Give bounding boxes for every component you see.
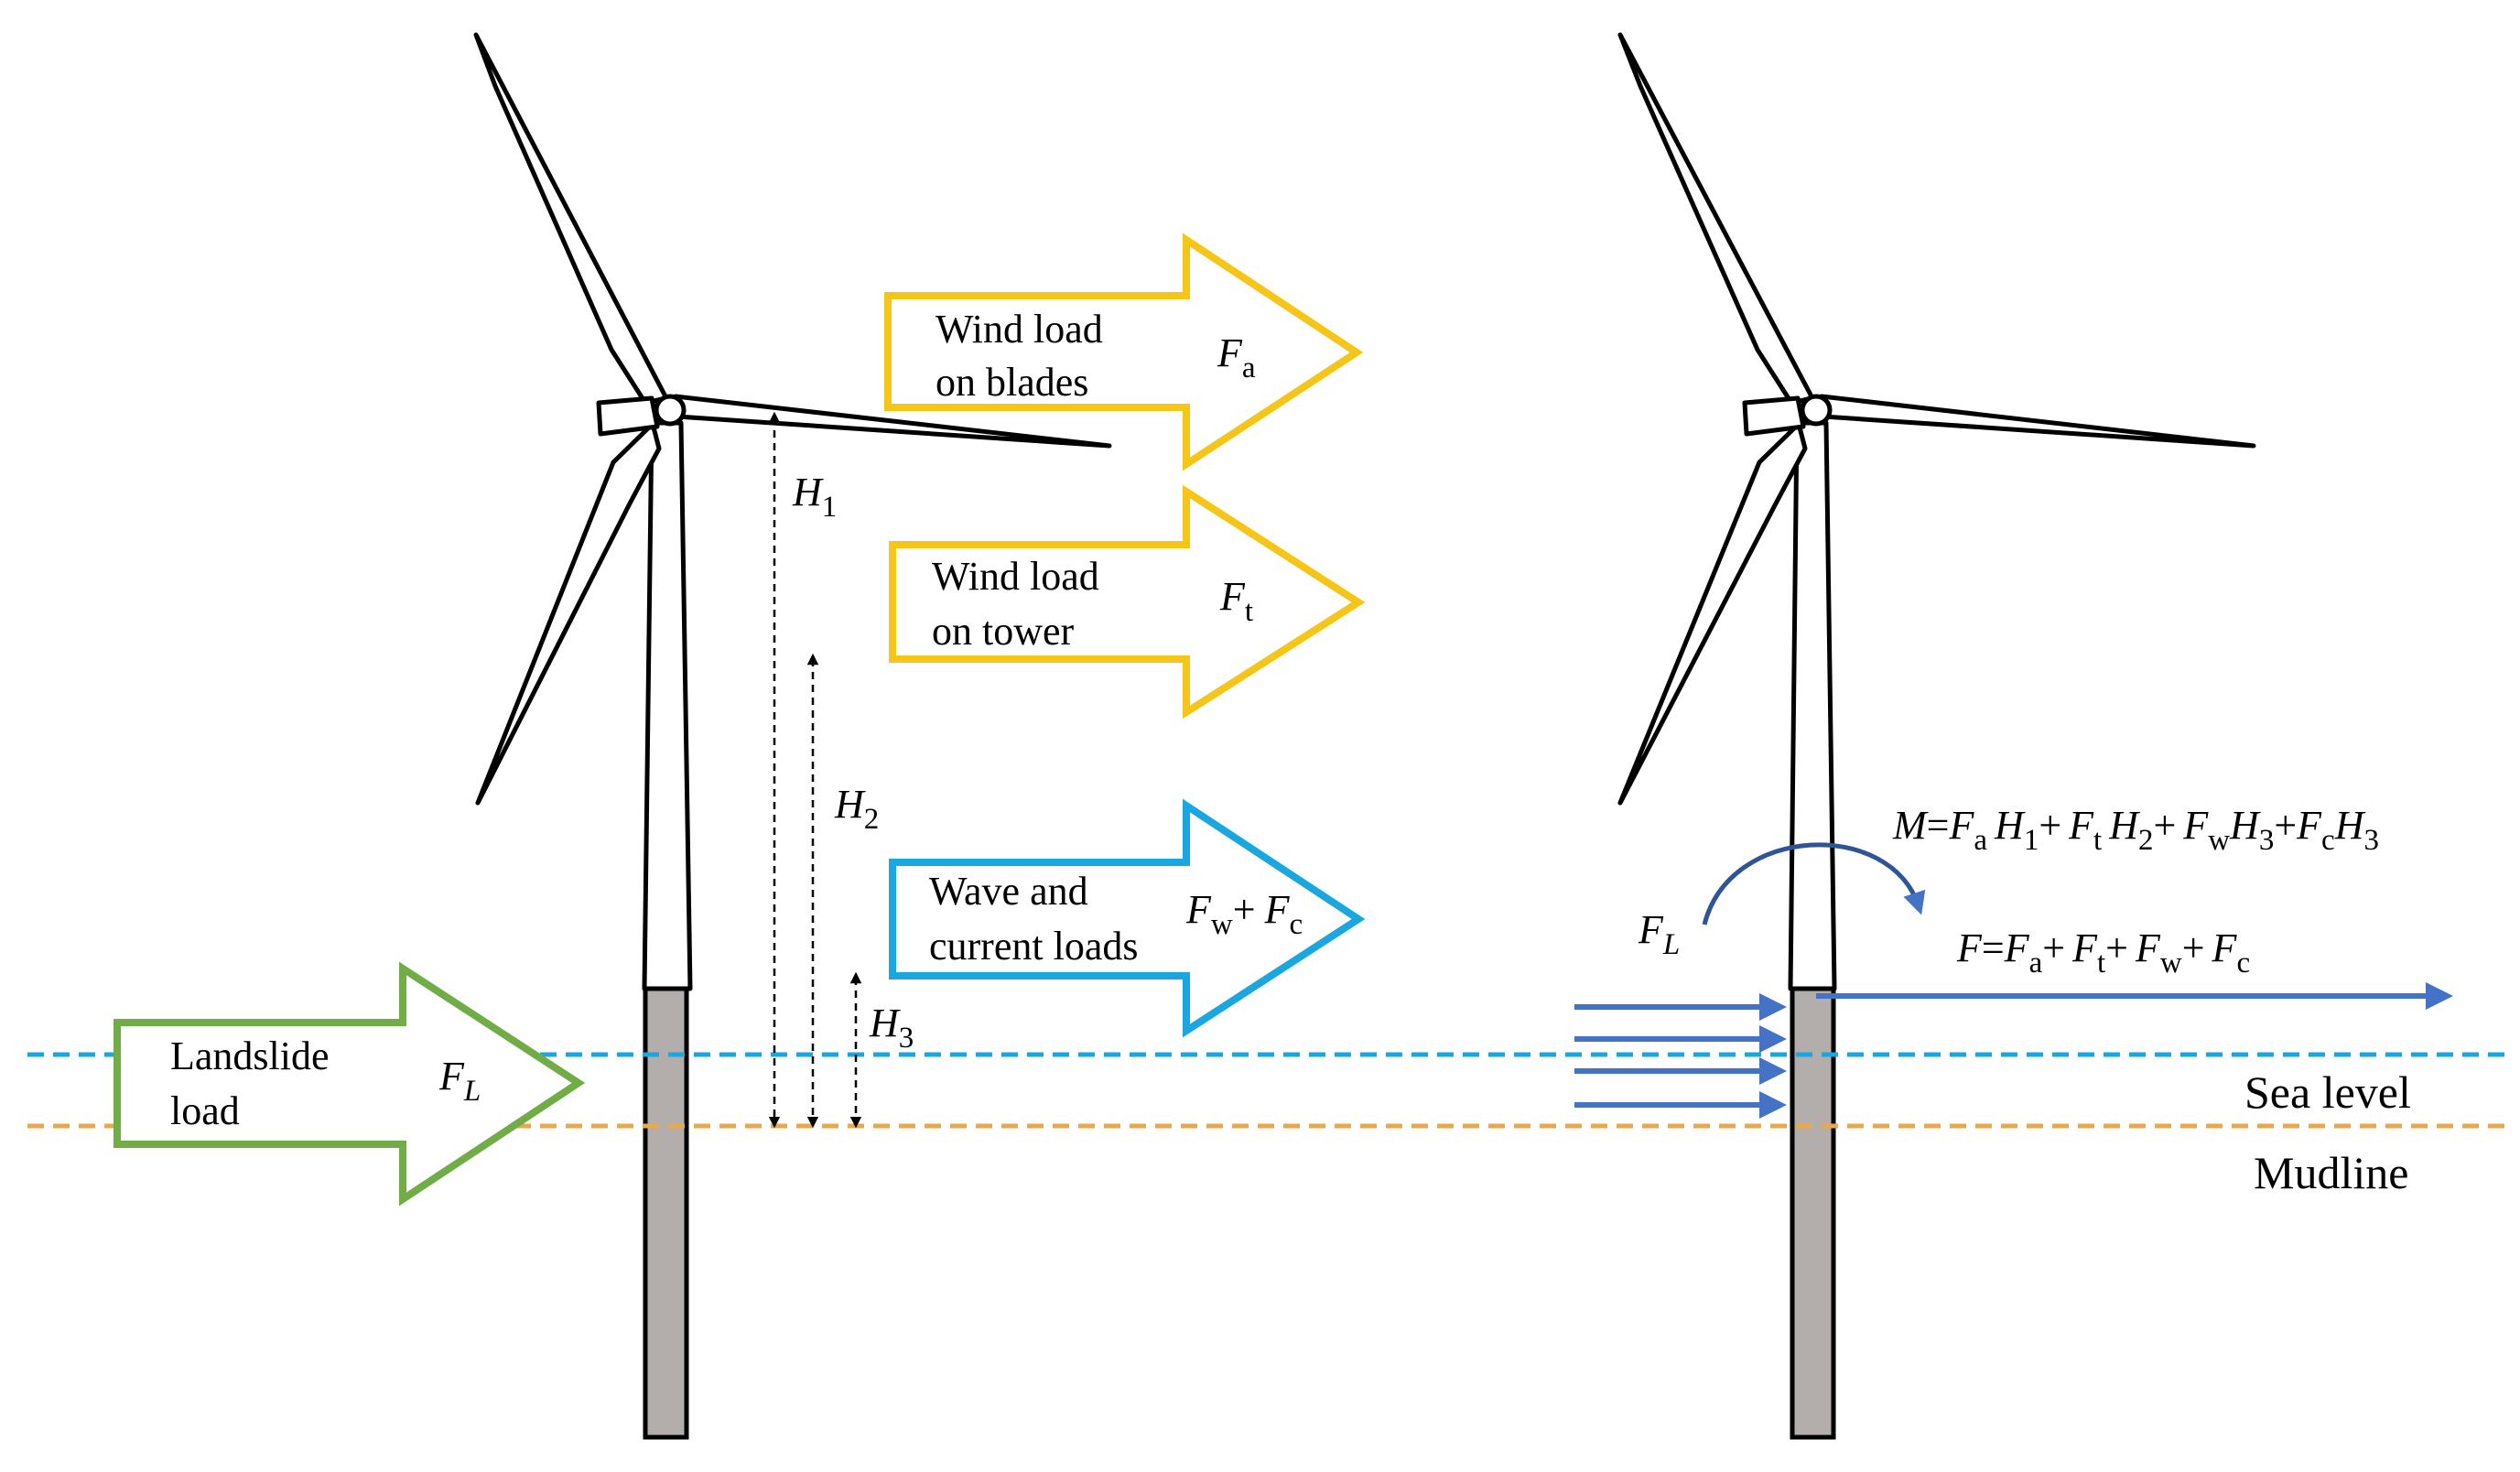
right-monopile [1790,986,1836,1440]
right-tower [1788,420,1837,991]
wind-blades-arrow [884,233,1364,471]
left-wind-turbine-icon [473,32,1112,991]
force-FL-right-label: FL [1638,907,1680,961]
right-nacelle [1742,395,1806,437]
left-monopile [643,986,689,1440]
landslide-arrow [114,961,586,1207]
H2-label: H2 [834,782,879,836]
landslide-distributed-load [1574,993,1787,1119]
left-tower [642,420,693,991]
force-Fa-label: Fa [1217,330,1256,384]
landslide-label-line2: load [170,1088,240,1133]
right-wind-turbine-icon [1617,32,2256,991]
wind-tower-arrow [889,484,1366,720]
left-hub [654,394,687,427]
right-hub [1800,394,1833,427]
wave-current-arrow [889,798,1366,1038]
force-Fw-Fc-label: Fw+Fc [1185,887,1303,941]
resultant-force-equation: F=Fa+Ft+Fw+Fc [1956,925,2250,980]
right-blade-upper [1617,32,1815,406]
mudline-label: Mudline [2254,1147,2408,1198]
wind-tower-label-line1: Wind load [932,554,1099,599]
wind-tower-label-line2: on tower [932,609,1075,654]
H1-label: H1 [792,470,837,524]
sea-level-label: Sea level [2244,1066,2411,1118]
force-Ft-label: Ft [1219,574,1253,628]
wind-blades-label-line2: on blades [936,360,1088,405]
right-blade-lower [1617,421,1808,806]
wave-current-label-line1: Wave and [929,869,1088,914]
wave-current-label-line2: current loads [929,924,1138,969]
left-blade-lower [475,421,662,806]
wind-blades-label-line1: Wind load [936,307,1103,352]
left-blade-upper [473,32,669,406]
H3-label: H3 [869,1001,914,1055]
left-nacelle [596,395,660,437]
right-blade-right [1819,394,2256,449]
landslide-label-line1: Landslide [170,1034,330,1078]
moment-arc-arrow [1702,842,1926,925]
force-FL-left-label: FL [438,1054,481,1108]
